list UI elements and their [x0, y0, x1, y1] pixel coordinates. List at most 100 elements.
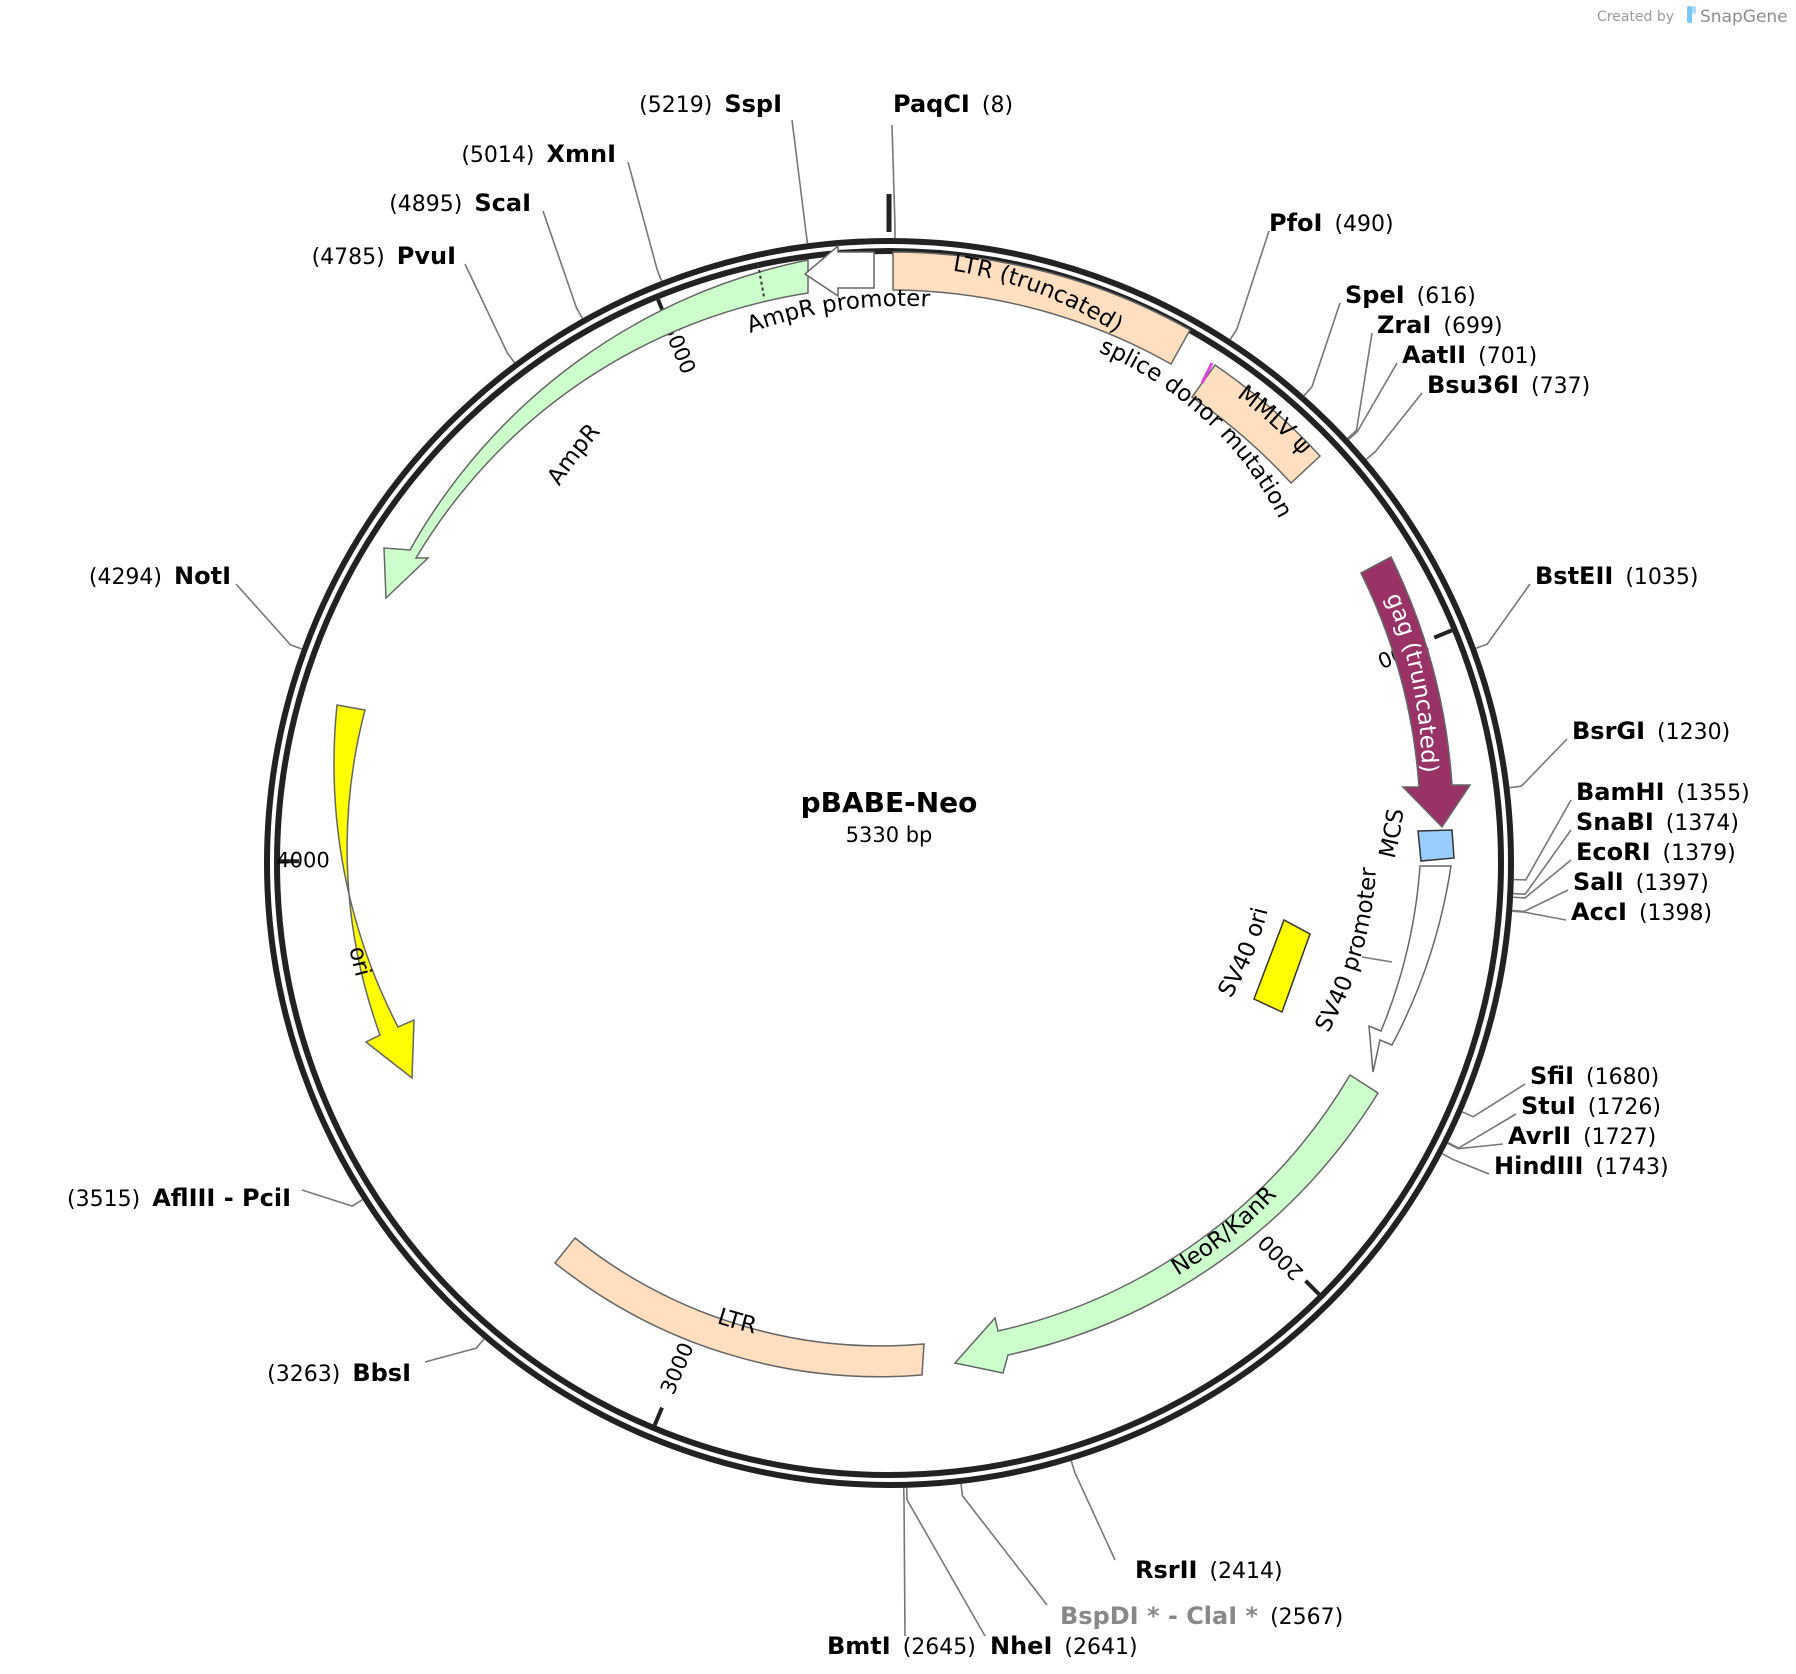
site-name: RsrII [1135, 1556, 1197, 1584]
feature-leaders [1361, 956, 1393, 963]
site-nhei[interactable]: NheI(2641) [990, 1632, 1138, 1660]
site-leader-sfii [1461, 1083, 1526, 1118]
site-label: SalI(1397) [1573, 868, 1709, 896]
site-scai[interactable]: (4895)ScaI [389, 189, 531, 217]
site-name: BmtI [827, 1632, 891, 1660]
site-stui[interactable]: StuI(1726) [1521, 1092, 1661, 1120]
plasmid-name: pBABE-Neo [801, 786, 978, 819]
site-hindiii[interactable]: HindIII(1743) [1494, 1152, 1669, 1180]
site-position: (1680) [1586, 1065, 1659, 1090]
site-sali[interactable]: SalI(1397) [1573, 868, 1709, 896]
site-leader-bamhi [1513, 799, 1572, 881]
site-bamhi[interactable]: BamHI(1355) [1576, 778, 1750, 806]
site-label: (4294) NotI [89, 562, 231, 590]
tick-label: 4000 [276, 848, 330, 872]
site-ecori[interactable]: EcoRI(1379) [1576, 838, 1736, 866]
site-position: (2567) [1270, 1605, 1343, 1630]
feature-splice-donor-mutation[interactable] [1200, 362, 1214, 384]
site-name: PfoI [1269, 209, 1322, 237]
site-bsrgi[interactable]: BsrGI(1230) [1572, 717, 1730, 745]
feature-label-mcs: MCS [1375, 807, 1410, 861]
site-name: EcoRI [1576, 838, 1651, 866]
tick-mark [1304, 1279, 1321, 1296]
site-position: (2414) [1209, 1559, 1282, 1584]
site-name: NotI [174, 562, 231, 590]
site-rsrii[interactable]: RsrII (2414) [1135, 1556, 1283, 1584]
site-name: BbsI [352, 1359, 411, 1387]
site-leader-aatii [1348, 362, 1398, 441]
feature-sv40-promoter[interactable] [1368, 865, 1452, 1073]
site-label: SfiI(1680) [1530, 1062, 1659, 1090]
site-name: AflIII - PciI [152, 1184, 291, 1212]
tick-label: 2000 [1253, 1230, 1308, 1285]
site-bsu36i[interactable]: Bsu36I(737) [1427, 371, 1590, 399]
site-label: (4895)ScaI [389, 189, 531, 217]
site-position: (1035) [1625, 565, 1698, 590]
plasmid-size: 5330 bp [846, 823, 933, 847]
site-position: (490) [1334, 212, 1393, 237]
site-label: HindIII(1743) [1494, 1152, 1669, 1180]
feature-mmlv-psi[interactable] [1190, 363, 1322, 485]
site-leader-bsu36i [1365, 392, 1423, 461]
site-leader-pfoi [1229, 230, 1270, 340]
feature-ltr-truncated[interactable] [892, 251, 1192, 366]
site-position: (1726) [1588, 1095, 1661, 1120]
site-aatii[interactable]: AatII(701) [1402, 341, 1537, 369]
feature-ltr[interactable] [553, 1236, 925, 1378]
site-name: AatII [1402, 341, 1466, 369]
site-position: (4294) [89, 565, 162, 590]
snapgene-credit: Created by SnapGene [1597, 6, 1788, 27]
site-sfii[interactable]: SfiI(1680) [1530, 1062, 1659, 1090]
site-leader-avrii [1447, 1142, 1504, 1150]
site-label: AccI(1398) [1571, 898, 1712, 926]
site-position: (616) [1417, 284, 1476, 309]
feature-gag-truncated[interactable] [1360, 555, 1472, 829]
site-label: Bsu36I(737) [1427, 371, 1590, 399]
feature-mcs[interactable] [1417, 829, 1455, 862]
site-afliii-pcii[interactable]: (3515)AflIII - PciI [67, 1184, 291, 1212]
site-leader-scai [542, 210, 584, 319]
site-spei[interactable]: SpeI (616) [1345, 281, 1476, 309]
site-bmti[interactable]: BmtI(2645) [827, 1632, 976, 1660]
site-leader-nhei [905, 1487, 986, 1637]
site-leader-spei [1303, 302, 1341, 397]
site-noti[interactable]: (4294) NotI [89, 562, 231, 590]
site-xmni[interactable]: (5014)XmnI [461, 140, 616, 168]
site-position: (1743) [1595, 1155, 1668, 1180]
site-label: StuI(1726) [1521, 1092, 1661, 1120]
site-pvui[interactable]: (4785)PvuI [312, 242, 456, 270]
feature-ampr-promoter[interactable] [803, 244, 875, 298]
site-name: SnaBI [1576, 808, 1654, 836]
site-label: (5014)XmnI [461, 140, 616, 168]
feature-label-sv40-promoter: SV40 promoter [1310, 866, 1382, 1036]
site-snabi[interactable]: SnaBI(1374) [1576, 808, 1739, 836]
site-bspdi-clai[interactable]: BspDI * - ClaI *(2567) [1060, 1602, 1343, 1630]
site-bbsi[interactable]: (3263)BbsI [267, 1359, 411, 1387]
site-pfoi[interactable]: PfoI (490) [1269, 209, 1394, 237]
site-sspi[interactable]: (5219)SspI [639, 90, 782, 118]
site-paqci[interactable]: PaqCI(8) [893, 90, 1013, 118]
site-label: ZraI(699) [1377, 311, 1503, 339]
site-name: ZraI [1377, 311, 1431, 339]
feature-ori[interactable] [333, 704, 415, 1080]
site-leaders [235, 119, 1572, 1637]
site-name: SalI [1573, 868, 1624, 896]
site-name: ScaI [474, 189, 531, 217]
feature-label-ampr: AmpR [542, 419, 605, 490]
site-name: AvrII [1508, 1122, 1571, 1150]
site-leader-xmni [627, 161, 663, 282]
tick-mark [652, 1406, 664, 1426]
site-acci[interactable]: AccI(1398) [1571, 898, 1712, 926]
feature-ampr[interactable] [383, 259, 809, 600]
tick-mark [1433, 628, 1453, 640]
site-avrii[interactable]: AvrII(1727) [1508, 1122, 1656, 1150]
feature-sv40-ori[interactable] [1253, 918, 1311, 1014]
site-zrai[interactable]: ZraI(699) [1377, 311, 1503, 339]
feature-neor-kanr[interactable] [953, 1073, 1380, 1374]
site-bsteii[interactable]: BstEII(1035) [1535, 562, 1698, 590]
backbone-outer-ring [264, 238, 1514, 1488]
site-position: (1398) [1639, 901, 1712, 926]
site-leader-paqci [891, 124, 896, 239]
site-name: SpeI [1345, 281, 1405, 309]
site-name: XmnI [546, 140, 616, 168]
